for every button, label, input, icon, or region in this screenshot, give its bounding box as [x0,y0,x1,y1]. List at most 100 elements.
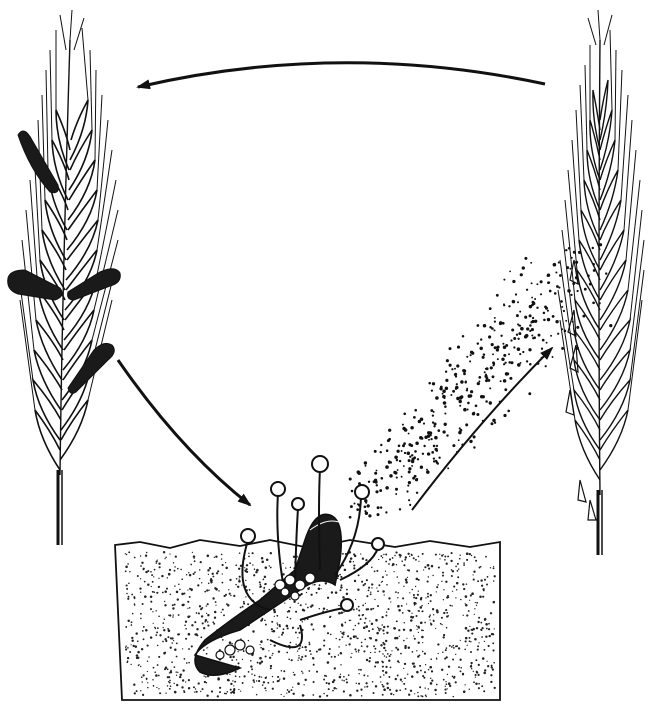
soil-stipple [422,675,424,677]
spore-dot [469,360,471,362]
soil-stipple [174,585,175,586]
soil-stipple [153,685,155,687]
soil-stipple [281,670,283,672]
soil-stipple [469,640,471,642]
spore-dot [531,320,534,323]
soil-stipple [419,610,421,612]
soil-stipple [358,651,359,652]
soil-stipple [199,578,201,580]
spore-dot [483,353,486,356]
soil-stipple [412,651,414,653]
spore-dot [549,290,552,293]
soil-stipple [170,594,172,596]
soil-stipple [437,643,439,645]
spore-dot [399,460,401,462]
soil-stipple [432,575,433,576]
soil-stipple [174,666,176,668]
top-arrow [138,63,545,87]
soil-stipple [466,559,468,561]
soil-stipple [480,579,482,581]
soil-stipple [173,562,174,563]
spore-dot [433,425,435,427]
soil-stipple [486,661,487,662]
spore-dot [503,379,507,383]
soil-stipple [415,586,416,587]
soil-stipple [172,604,174,606]
soil-stipple [300,604,302,606]
soil-stipple [341,623,343,625]
spore-dot [398,445,401,448]
soil-stipple [396,620,398,622]
spore-dot [396,450,399,453]
soil-stipple [427,564,430,567]
soil-stipple [475,560,477,562]
soil-stipple [484,618,487,621]
soil-stipple [259,657,262,660]
soil-stipple [443,599,444,600]
soil-stipple [413,665,416,668]
spore-dot [413,457,415,459]
soil-stipple [176,591,179,594]
spore-dot [437,429,440,432]
soil-stipple [428,688,429,689]
soil-stipple [137,575,139,577]
soil-stipple [182,604,185,607]
soil-stipple [490,674,492,676]
soil-stipple [239,552,241,554]
soil-stipple [436,684,438,686]
soil-stipple [188,679,190,681]
soil-stipple [152,679,154,681]
soil-stipple [323,693,324,694]
spore-dot [435,396,439,400]
soil-stipple [372,608,374,610]
soil-stipple [328,682,330,684]
soil-stipple [293,672,294,673]
soil-stipple [407,577,408,578]
soil-stipple [383,626,385,628]
soil-stipple [408,694,410,696]
soil-stipple [142,681,143,682]
soil-stipple [362,558,364,560]
soil-stipple [187,589,188,590]
soil-stipple [430,594,432,596]
spore-dot [375,482,377,484]
soil-stipple [323,679,325,681]
soil-stipple [292,627,294,629]
spore-dot [403,465,405,467]
soil-stipple [134,557,136,559]
soil-stipple [477,580,479,582]
soil-stipple [422,642,423,643]
soil-stipple [247,603,249,605]
soil-stipple [450,560,452,562]
soil-stipple [460,670,462,672]
soil-stipple [471,633,473,635]
soil-stipple [302,672,303,673]
spore-dot [519,325,521,327]
soil-stipple [476,627,478,629]
spore-dot [536,362,539,365]
soil-stipple [436,611,439,614]
spore-dot [503,354,506,357]
soil-stipple [380,681,381,682]
soil-stipple [258,680,260,682]
soil-stipple [156,592,158,594]
soil-stipple [187,601,189,603]
soil-stipple [127,620,129,622]
soil-stipple [481,685,483,687]
spore-dot [552,356,554,358]
spore-dot [408,470,411,473]
soil-stipple [131,594,133,596]
soil-stipple [305,649,307,651]
spore-dot [530,262,532,264]
spore-dot [492,364,494,366]
soil-stipple [413,597,415,599]
soil-stipple [397,592,399,594]
soil-stipple [278,651,280,653]
soil-stipple [250,660,252,662]
soil-stipple [158,688,159,689]
spore-dot [582,315,585,318]
soil-stipple [334,656,336,658]
soil-stipple [451,575,453,577]
soil-stipple [446,627,448,629]
soil-stipple [374,648,376,650]
